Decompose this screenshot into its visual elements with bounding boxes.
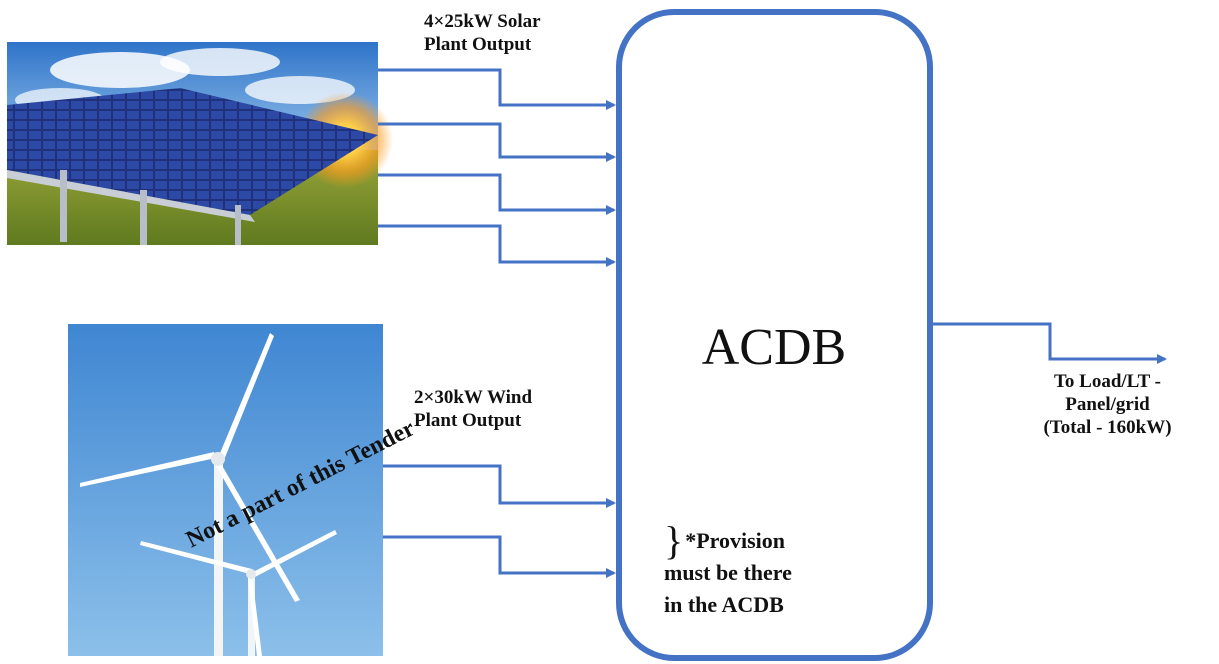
wind-output-label: 2×30kW Wind Plant Output (414, 386, 532, 432)
solar-connector-4 (378, 224, 616, 267)
solar-label-line1: 4×25kW Solar (424, 11, 541, 32)
provision-line2: must be there (664, 560, 792, 585)
solar-connector-1 (378, 68, 616, 110)
wind-label-line1: 2×30kW Wind (414, 387, 533, 408)
brace-symbol: } (664, 518, 684, 563)
output-line1: To Load/LT - (1053, 371, 1162, 392)
wind-connectors (383, 464, 616, 578)
solar-connectors (378, 68, 616, 267)
solar-panel-image (7, 42, 393, 245)
wind-connector-1 (383, 464, 616, 508)
wind-connector-2 (383, 535, 616, 578)
solar-connector-2 (378, 122, 616, 162)
wind-turbine-image (68, 324, 383, 656)
provision-line3: in the ACDB (664, 592, 784, 617)
acdb-title: ACDB (701, 319, 847, 376)
solar-connector-3 (378, 173, 616, 215)
acdb-box (616, 9, 933, 661)
output-line2: Panel/grid (1065, 394, 1150, 415)
wind-label-line2: Plant Output (414, 410, 522, 431)
provision-note: }*Provision must be there in the ACDB (664, 521, 792, 621)
provision-line1: *Provision (685, 528, 786, 553)
output-label: To Load/LT - Panel/grid (Total - 160kW) (1000, 370, 1215, 439)
output-connector (932, 322, 1167, 364)
solar-label-line2: Plant Output (424, 34, 532, 55)
solar-output-label: 4×25kW Solar Plant Output (424, 10, 541, 56)
output-line3: (Total - 160kW) (1043, 417, 1172, 438)
